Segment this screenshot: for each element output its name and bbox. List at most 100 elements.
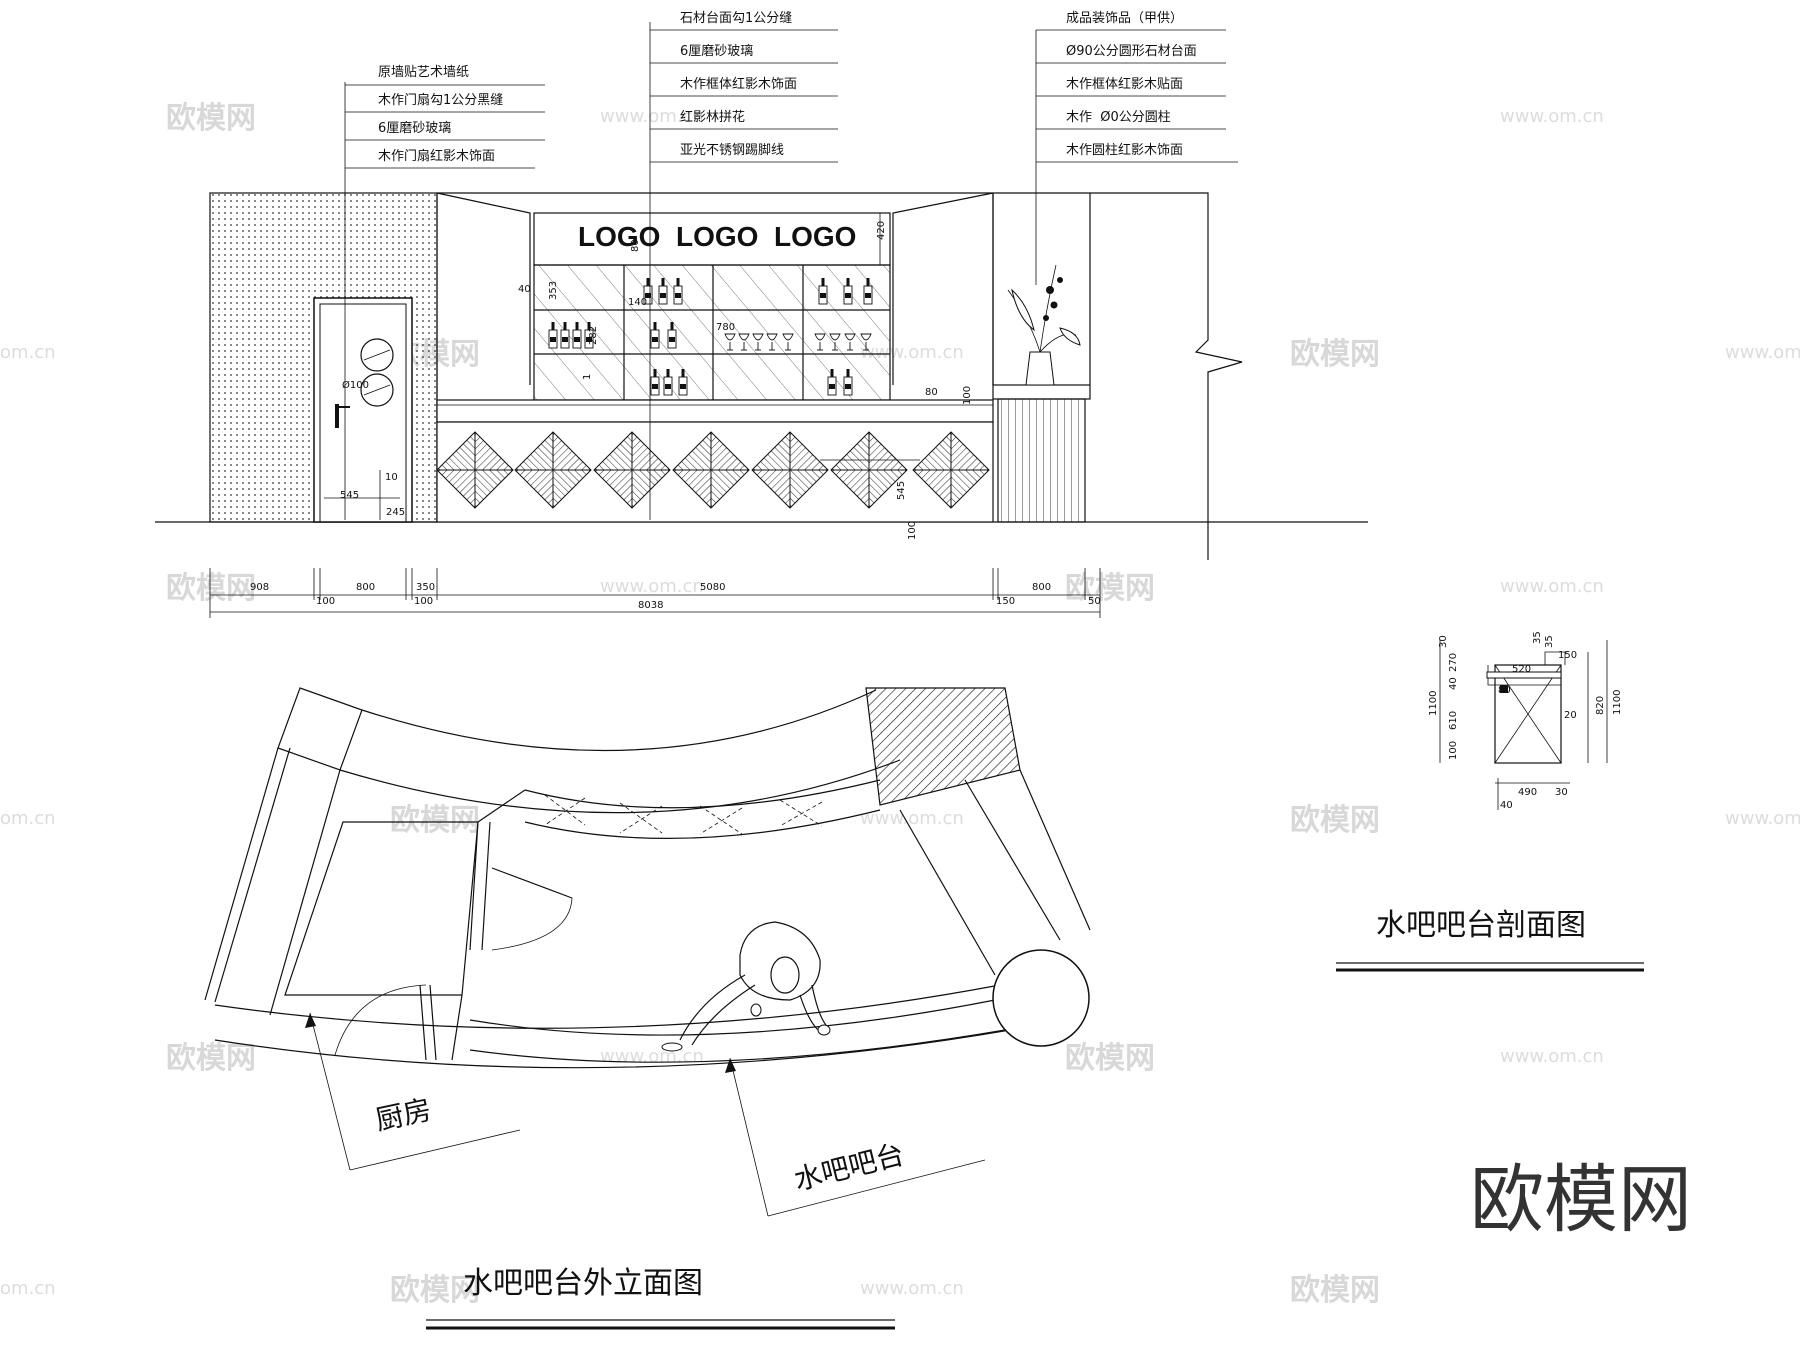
dim-80: 80 — [630, 239, 641, 252]
sec-dim-30: 30 — [1438, 635, 1449, 648]
sec-dim-270: 270 — [1448, 653, 1459, 672]
section-view: 30 270 40 1100 610 100 35 35 150 520 80 … — [1336, 631, 1644, 972]
plan-view: 厨房 水吧吧台 — [204, 687, 1091, 1217]
watermark-brand: 欧模网 — [1065, 571, 1155, 606]
dim-100-b2: 100 — [414, 596, 433, 607]
label-bar: 水吧吧台 — [791, 1138, 908, 1197]
middle-annotations: 石材台面勾1公分缝 6厘磨砂玻璃 木作框体红影木饰面 红影林拼花 亚光不锈钢踢脚… — [649, 11, 838, 520]
sec-dim-1100-l: 1100 — [1428, 691, 1439, 716]
watermark-site: om.cn — [0, 1278, 56, 1299]
watermark-site: www.om.cn — [1500, 1046, 1604, 1067]
dim-140: 140 — [628, 297, 647, 308]
plan-glass-x — [544, 794, 823, 835]
left-annotations: 原墙贴艺术墙纸 木作门扇勾1公分黑缝 6厘磨砂玻璃 木作门扇红影木饰面 — [344, 65, 545, 520]
note-frame-veneer: 木作框体红影木饰面 — [680, 76, 797, 92]
counter-top — [436, 399, 994, 423]
logo-text: LOGO LOGO LOGO — [578, 221, 856, 252]
dim-800-b: 800 — [356, 582, 375, 593]
inner-dimensions: 420 80 40 353 140 282 780 1 100 80 545 1… — [340, 213, 973, 540]
dim-353: 353 — [548, 281, 559, 300]
wall-right-return — [892, 192, 994, 385]
note-frosted-glass-2: 6厘磨砂玻璃 — [680, 44, 753, 59]
dim-150: 150 — [996, 596, 1015, 607]
dim-545-right: 545 — [896, 481, 907, 500]
right-annotations: 成品装饰品（甲供） Ø90公分圆形石材台面 木作框体红影木贴面 木作 Ø0公分圆… — [1035, 11, 1238, 285]
watermark-site: www.om.cn — [1500, 576, 1604, 597]
watermark-brand: 欧模网 — [166, 1041, 256, 1076]
bottom-dimensions: 908 100 800 100 350 5080 150 800 50 8038 — [209, 568, 1101, 618]
sec-dim-610: 610 — [1448, 711, 1459, 730]
dim-100: 100 — [962, 386, 973, 405]
dim-50: 50 — [1088, 596, 1101, 607]
note-marquetry: 红影林拼花 — [680, 109, 745, 125]
sec-dim-35b: 35 — [1544, 635, 1555, 648]
note-round-stone: Ø90公分圆形石材台面 — [1066, 44, 1197, 59]
brand-watermark: 欧模网 — [1470, 1157, 1692, 1243]
dim-100-b: 100 — [907, 521, 918, 540]
sec-dim-150: 150 — [1558, 650, 1577, 661]
sec-dim-820: 820 — [1595, 696, 1606, 715]
watermark-site: www.om.cn — [860, 808, 964, 829]
dim-800-r: 800 — [1032, 582, 1051, 593]
watermark-brand: 欧模网 — [1290, 803, 1380, 838]
logo-band — [533, 212, 891, 266]
glass-cabinet — [533, 264, 891, 401]
dim-100-b1: 100 — [316, 596, 335, 607]
person-figure — [661, 921, 831, 1052]
plan-left-column — [277, 687, 363, 771]
dim-5080: 5080 — [700, 582, 725, 593]
note-frame-veneer-2: 木作框体红影木贴面 — [1066, 76, 1183, 92]
watermark-site: om.cn — [0, 342, 56, 363]
watermarks: 欧模网 www.om.cn www.om.cn 欧模网 欧模网 om.cn ww… — [0, 101, 1800, 1308]
sec-dim-30b: 30 — [1555, 787, 1568, 798]
label-kitchen: 厨房 — [373, 1093, 435, 1137]
plan-title: 水吧吧台外立面图 — [463, 1266, 703, 1301]
watermark-brand: 欧模网 — [390, 803, 480, 838]
plan-leaders: 厨房 水吧吧台 — [305, 1012, 986, 1217]
sec-dim-20: 20 — [1564, 710, 1577, 721]
watermark-brand: 欧模网 — [166, 101, 256, 136]
right-wall-break — [1090, 192, 1243, 560]
plan-hatched-block — [865, 687, 1021, 806]
elevation-view: LOGO LOGO LOGO — [155, 11, 1368, 618]
door — [313, 297, 413, 523]
sec-dim-100: 100 — [1448, 741, 1459, 760]
watermark-brand: 欧模网 — [1290, 1273, 1380, 1308]
plan-bar-back-inner — [339, 759, 901, 814]
plan-round-column — [992, 949, 1090, 1047]
watermark-site: www.om.cn — [860, 1278, 964, 1299]
sec-dim-80: 80 — [1498, 685, 1511, 696]
sec-dim-35a: 35 — [1532, 631, 1543, 644]
watermark-brand: 欧模网 — [1065, 1041, 1155, 1076]
wall-left-return — [436, 192, 531, 385]
sec-dim-1100-r: 1100 — [1612, 690, 1623, 715]
dim-8038: 8038 — [638, 600, 663, 611]
watermark-brand: 欧模网 — [1290, 337, 1380, 372]
note-wallpaper: 原墙贴艺术墙纸 — [378, 65, 469, 80]
sec-dim-490: 490 — [1518, 787, 1537, 798]
note-door-groove: 木作门扇勾1公分黑缝 — [378, 92, 503, 108]
dim-10: 10 — [385, 472, 398, 483]
plan-counter-outer — [214, 1029, 1011, 1069]
dim-40: 40 — [518, 284, 531, 295]
dim-1: 1 — [582, 374, 593, 380]
watermark-site: www.om.cn — [1500, 106, 1604, 127]
plan-title-block: 水吧吧台外立面图 — [426, 1266, 895, 1330]
watermark-brand: 欧模网 — [166, 571, 256, 606]
dim-245: 245 — [386, 507, 405, 518]
note-door-veneer: 木作门扇红影木饰面 — [378, 148, 495, 164]
kitchen-room — [284, 821, 479, 996]
dim-350: 350 — [416, 582, 435, 593]
note-column: 木作 Ø0公分圆柱 — [1066, 110, 1171, 125]
sec-dim-40b: 40 — [1500, 800, 1513, 811]
dim-282: 282 — [588, 326, 599, 345]
note-decoration: 成品装饰品（甲供） — [1066, 11, 1183, 26]
dim-908: 908 — [250, 582, 269, 593]
dim-545: 545 — [340, 490, 359, 501]
dim-phi100: Ø100 — [342, 379, 369, 391]
dim-420: 420 — [876, 221, 887, 240]
sec-dim-40: 40 — [1448, 677, 1459, 690]
watermark-site: www.om.cn — [600, 576, 704, 597]
plan-counter-inner — [214, 984, 1001, 1029]
